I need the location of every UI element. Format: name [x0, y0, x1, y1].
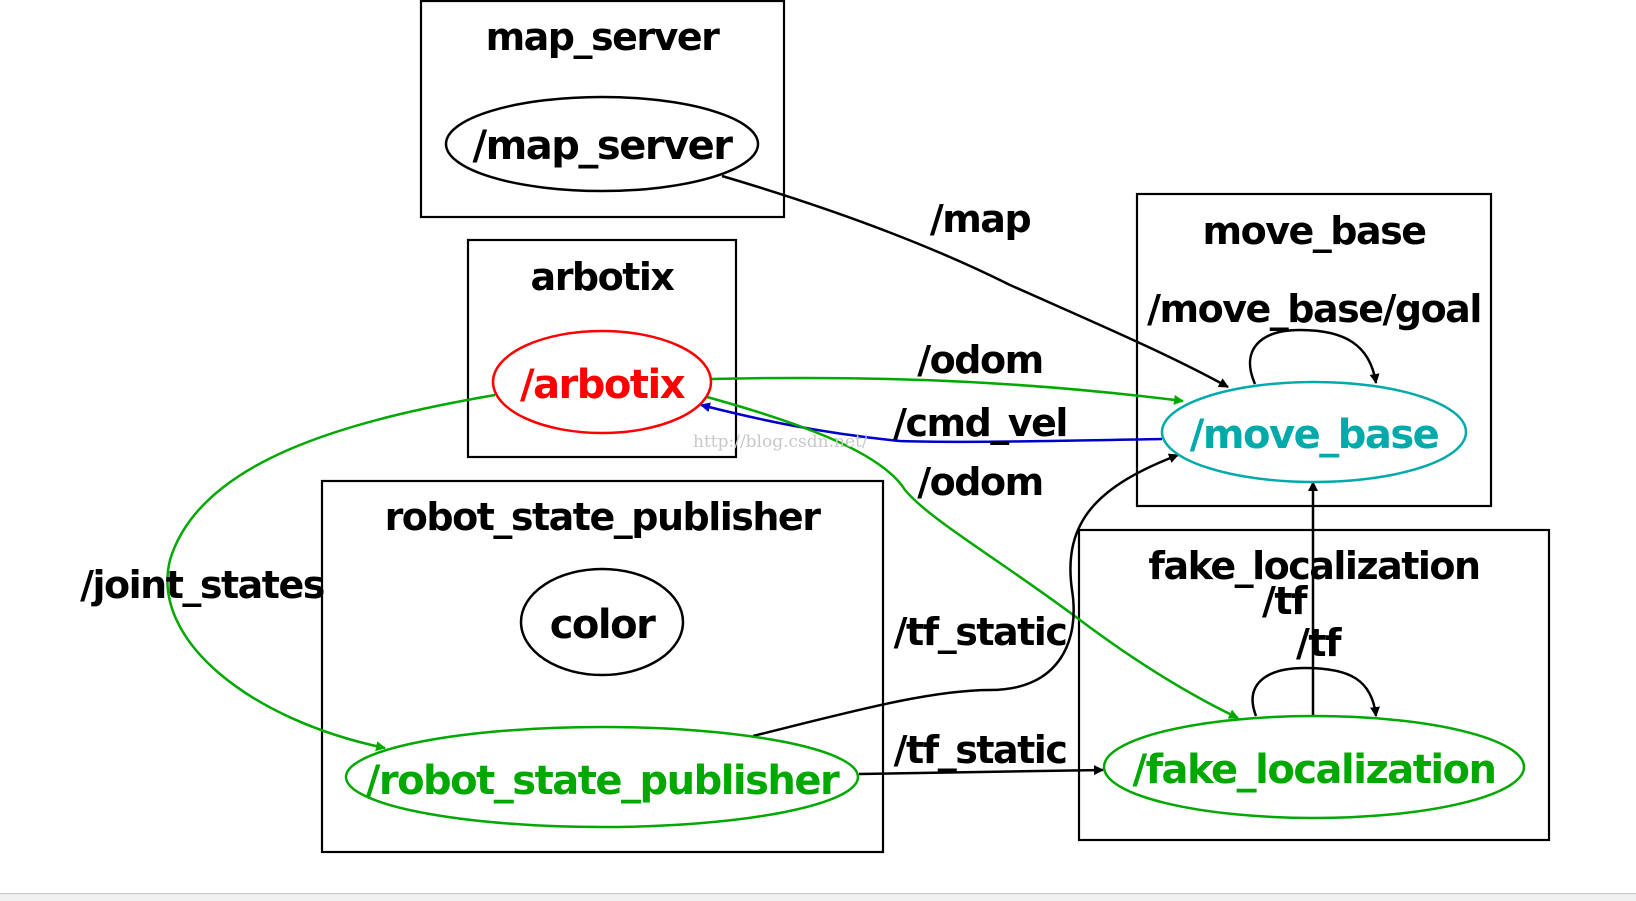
edge-label: /tf_static [894, 610, 1067, 654]
node-label: /robot_state_publisher [366, 758, 840, 804]
edge-tf-to-move-base[interactable]: /tf [1262, 481, 1318, 716]
node-move-base[interactable]: /move_base [1160, 380, 1468, 484]
node-ellipse[interactable] [1102, 714, 1526, 820]
node-ellipse[interactable] [519, 567, 685, 677]
node-label: /map_server [472, 123, 733, 169]
node-label: color [550, 602, 656, 648]
edge-line[interactable] [166, 393, 496, 752]
cluster-label: fake_localization [1148, 544, 1479, 588]
edge-label: /odom [917, 338, 1042, 382]
edge-label: /joint_states [80, 563, 324, 607]
cluster-label: move_base [1203, 209, 1426, 253]
node-robot-state-publisher[interactable]: /robot_state_publisher [344, 725, 860, 829]
edge-line[interactable] [1251, 666, 1380, 717]
edge-label: /tf [1262, 579, 1308, 623]
watermark: http://blog.csdn.net/ [693, 432, 868, 452]
edge-cmd-vel[interactable]: /cmd_vel [700, 401, 1163, 445]
cluster-map-server: map_server [419, 0, 786, 219]
node-ellipse[interactable] [444, 95, 760, 193]
node-ellipse[interactable] [1160, 380, 1468, 484]
cluster-box [1135, 192, 1493, 508]
cluster-label: map_server [486, 15, 721, 59]
cluster-box [419, 0, 786, 219]
edge-line[interactable] [858, 765, 1104, 776]
edge-joint-states[interactable]: /joint_states [80, 393, 496, 752]
edge-line[interactable] [752, 453, 1179, 738]
node-label: /move_base [1190, 412, 1439, 458]
edge-label: /move_base/goal [1147, 287, 1481, 331]
node-ellipse[interactable] [491, 329, 713, 435]
node-label: /arbotix [520, 362, 686, 408]
node-arbotix[interactable]: /arbotix [491, 329, 713, 435]
edge-tf-self[interactable]: /tf [1251, 621, 1380, 717]
edge-line[interactable] [1248, 328, 1380, 385]
cluster-box [466, 238, 738, 459]
cluster-robot-state-publisher: robot_state_publisher [320, 479, 885, 854]
node-color[interactable]: color [519, 567, 685, 677]
edge-move-base-goal[interactable]: /move_base/goal [1147, 287, 1482, 385]
cluster-move-base: move_base [1135, 192, 1493, 508]
edge-line[interactable] [706, 395, 1239, 720]
cluster-label: robot_state_publisher [385, 495, 822, 539]
edge-odom-to-move-base[interactable]: /odom [710, 338, 1184, 405]
node-fake-localization[interactable]: /fake_localization [1102, 714, 1526, 820]
edge-label: /cmd_vel [893, 401, 1067, 445]
node-label: /fake_localization [1132, 747, 1495, 793]
edge-tf-static-to-move-base[interactable]: /tf_static [752, 453, 1179, 738]
node-ellipse[interactable] [344, 725, 860, 829]
edge-line[interactable] [721, 174, 1229, 389]
edge-odom-to-fake-localization[interactable]: /odom [706, 395, 1239, 720]
cluster-box [320, 479, 885, 854]
bottom-scrollbar-strip [0, 893, 1636, 901]
edge-line[interactable] [710, 376, 1184, 405]
edge-map[interactable]: /map [721, 174, 1229, 389]
cluster-label: arbotix [531, 255, 675, 299]
edge-label: /odom [917, 460, 1042, 504]
edge-line[interactable] [700, 402, 1163, 444]
edge-label: /tf [1296, 621, 1342, 665]
cluster-arbotix: arbotix [466, 238, 738, 459]
edge-tf-static-to-fake-localization[interactable]: /tf_static [858, 728, 1104, 776]
edge-label: /tf_static [894, 728, 1067, 772]
edge-label: /map [930, 197, 1031, 241]
node-map-server[interactable]: /map_server [444, 95, 760, 193]
